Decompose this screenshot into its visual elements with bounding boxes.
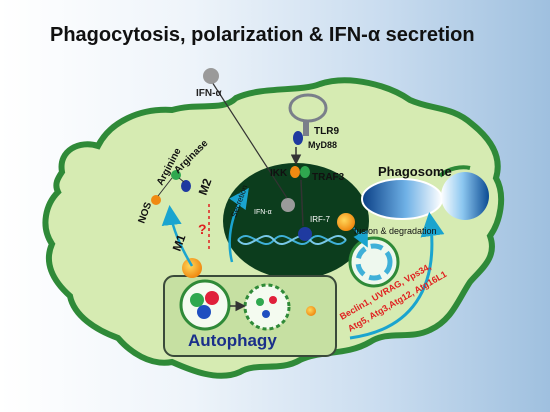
ifn-alpha-ball	[203, 68, 219, 84]
fusion-arrow	[353, 227, 368, 248]
dna-helix-strand	[237, 234, 347, 246]
secretion-arrow	[228, 187, 249, 263]
engulfing-membrane	[438, 165, 471, 178]
myd88-label: MyD88	[308, 140, 337, 150]
cargo-blue	[197, 305, 211, 319]
irf7-dot	[298, 227, 312, 241]
arginine-dot	[171, 170, 181, 180]
ikk-dot	[290, 166, 300, 178]
degrading-cargo-2	[269, 296, 277, 304]
myd88-dot	[293, 131, 303, 145]
arginine-nos-line	[157, 177, 173, 197]
ifn-alpha-nuclear-label: IFN-α	[254, 209, 272, 216]
autophagy-to-phagosome-arrow	[349, 212, 445, 340]
ifn-alpha-nuclear-ball	[281, 198, 295, 212]
irf7-label: IRF-7	[310, 215, 331, 224]
tlr9-label: TLR9	[314, 126, 339, 137]
m1-label: M1	[170, 232, 189, 253]
incoming-particle	[441, 172, 489, 220]
diagram-title: Phagocytosis, polarization & IFN-α secre…	[50, 24, 475, 46]
autophagy-input-lysosome	[182, 258, 202, 278]
traf3-label: TRAF3	[312, 172, 345, 183]
degrading-cargo-3	[262, 310, 270, 318]
ifn-alpha-label: IFN-α	[196, 88, 222, 99]
m2-label: M2	[196, 176, 215, 197]
lysosome-dot	[337, 213, 355, 231]
nos-dot	[151, 195, 161, 205]
phagosome-label: Phagosome	[378, 164, 452, 179]
ifn-secretion-line	[211, 81, 288, 199]
phagosome	[361, 178, 443, 220]
fusion-label: fusion & degradation	[354, 226, 437, 236]
traf3-irf7-line	[300, 179, 304, 227]
fusion-vesicle-inner	[355, 243, 393, 281]
degrading-cargo-1	[256, 298, 264, 306]
m1-arrow	[161, 205, 194, 267]
cargo-green	[190, 293, 204, 307]
question-mark: ?	[198, 221, 207, 237]
autolysosome-right	[243, 283, 291, 331]
autophagy-label: Autophagy	[188, 331, 277, 350]
ikk-label: IKK	[270, 168, 288, 179]
autophagy-lysosome-small	[306, 306, 316, 316]
nucleus	[223, 163, 369, 279]
arginine-arginase-line	[178, 177, 185, 183]
arginase-dot	[181, 180, 191, 192]
traf3-dot	[300, 166, 310, 178]
autophagosome-left	[179, 279, 231, 331]
cargo-red	[205, 291, 219, 305]
tlr9-stalk	[303, 120, 309, 136]
